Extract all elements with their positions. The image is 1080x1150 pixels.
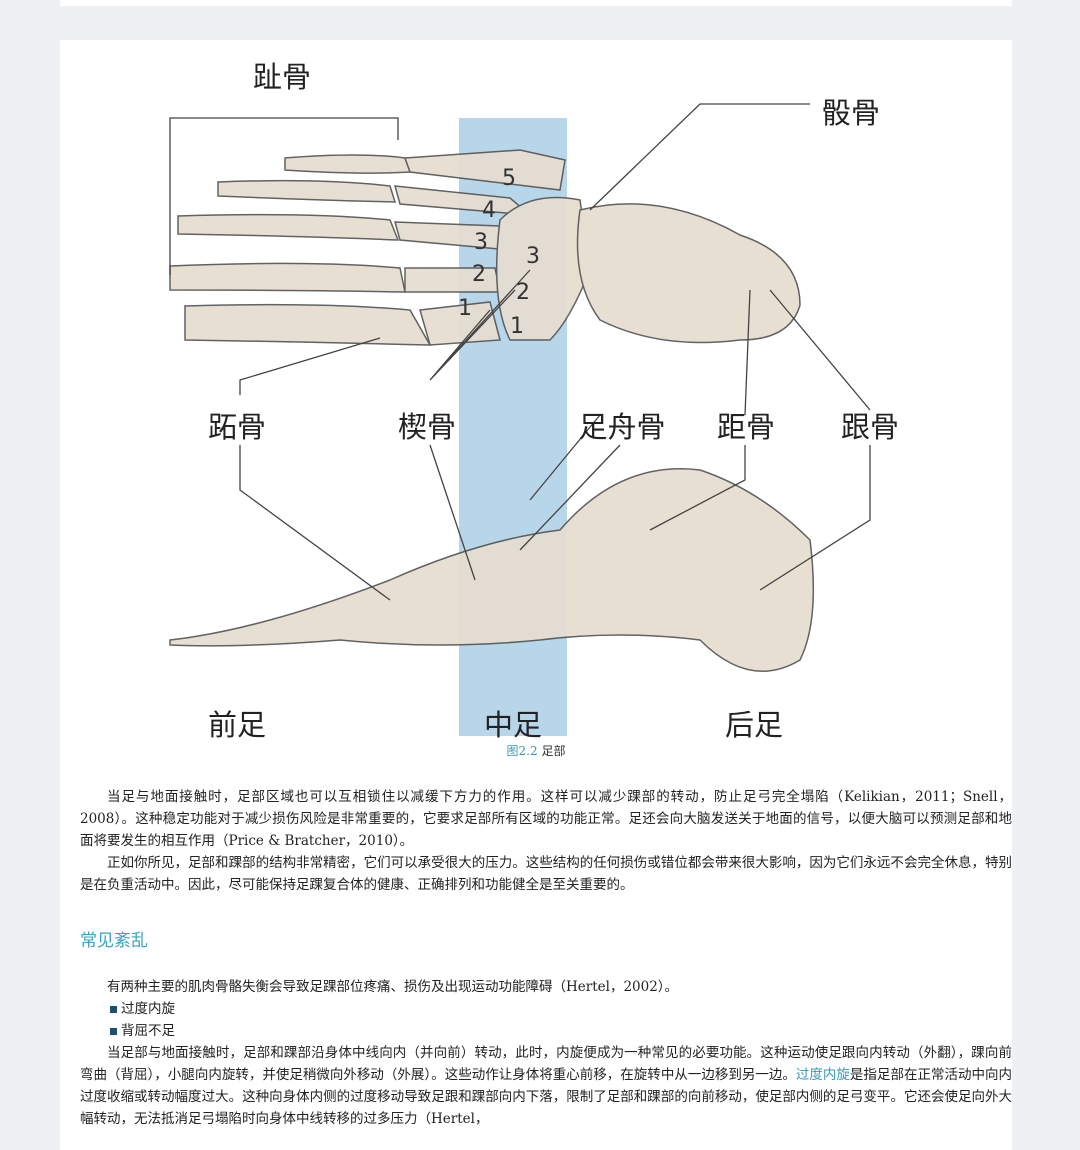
paragraph: 当足与地面接触时，足部区域也可以互相锁住以减缓下方力的作用。这样可以减少踝部的转…: [80, 789, 1012, 849]
section-text: 有两种主要的肌肉骨骼失衡会导致足踝部位疼痛、损伤及出现运动功能障碍（Hertel…: [80, 976, 1012, 1130]
foot-anatomy-figure: 趾骨 骰骨 跖骨 楔骨 足舟骨 距骨 跟骨 前足 中足 后足 5 4 3 2 1…: [60, 40, 1012, 742]
metatarsal-number: 5: [502, 166, 516, 191]
figure-caption: 图2.2 足部: [60, 742, 1012, 759]
term-highlight: 过度内旋: [795, 1067, 850, 1083]
cuneiform-number: 3: [526, 244, 540, 269]
label-calcaneus: 跟骨: [840, 410, 900, 444]
cuneiform-number: 1: [510, 314, 524, 339]
paragraph: 当足部与地面接触时，足部和踝部沿身体中线向内（并向前）转动，此时，内旋便成为一种…: [80, 1042, 1012, 1130]
metatarsal-number: 4: [482, 198, 496, 223]
section-heading: 常见紊乱: [80, 931, 148, 951]
label-cuboid: 骰骨: [821, 96, 881, 130]
intro-text: 当足与地面接触时，足部区域也可以互相锁住以减缓下方力的作用。这样可以减少踝部的转…: [80, 786, 1012, 896]
metatarsal-number: 1: [458, 296, 472, 321]
paragraph: 正如你所见，足部和踝部的结构非常精密，它们可以承受很大的压力。这些结构的任何损伤…: [80, 855, 1012, 893]
previous-page-card: [60, 0, 1012, 6]
foot-bones-illustration: [169, 103, 871, 736]
metatarsal-number: 2: [472, 262, 486, 287]
label-metatarsals: 跖骨: [207, 410, 267, 444]
label-cuneiforms: 楔骨: [397, 410, 457, 444]
label-navicular: 足舟骨: [578, 410, 666, 444]
label-phalanges: 趾骨: [252, 60, 312, 94]
caption-number: 图2.2: [506, 744, 538, 758]
paragraph: 有两种主要的肌肉骨骼失衡会导致足踝部位疼痛、损伤及出现运动功能障碍（Hertel…: [107, 979, 679, 995]
paragraph-text: 是指足部在正常活动中向内过度收缩或转动幅度过大。这种向身体内侧的过度移动导致足跟…: [80, 1067, 1013, 1127]
label-forefoot: 前足: [207, 708, 267, 742]
label-midfoot: 中足: [483, 708, 543, 742]
bullet-item: 过度内旋: [80, 998, 1012, 1020]
cuneiform-number: 2: [516, 280, 530, 305]
caption-title: 足部: [541, 744, 566, 758]
metatarsal-number: 3: [474, 230, 488, 255]
document-page: 趾骨 骰骨 跖骨 楔骨 足舟骨 距骨 跟骨 前足 中足 后足 5 4 3 2 1…: [60, 40, 1012, 1150]
paragraph-text: 当足部与地面接触时，足部和踝部沿身体中线向内（并向前）转动，此时，内旋便成为一种…: [80, 1045, 1012, 1083]
label-talus: 距骨: [716, 410, 776, 444]
bullet-item: 背屈不足: [80, 1020, 1012, 1042]
label-hindfoot: 后足: [724, 708, 784, 742]
